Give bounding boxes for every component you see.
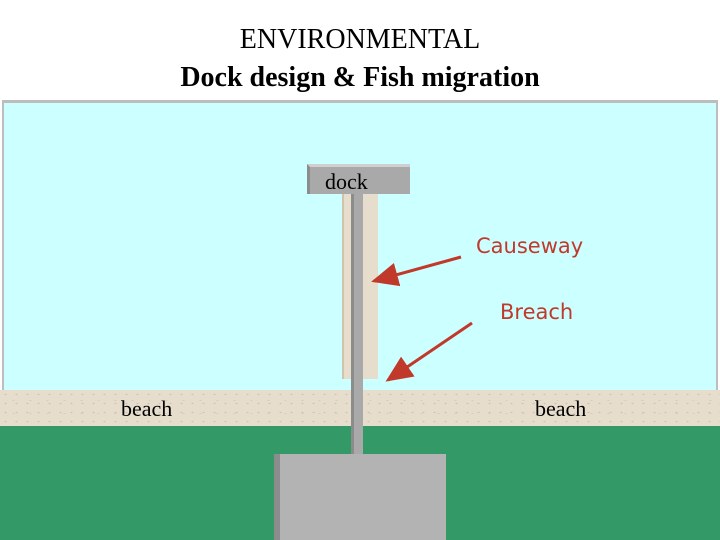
slide-subtitle: Dock design & Fish migration: [180, 62, 540, 93]
slide-title: ENVIRONMENTAL: [239, 24, 481, 55]
dock-platform: [307, 164, 410, 194]
beach-label-right: beach: [535, 396, 587, 421]
causeway-arrow: [371, 255, 462, 287]
shore-building: [274, 454, 446, 540]
dock-label: dock: [325, 169, 368, 194]
breach-arrow: [385, 321, 473, 382]
breach-callout: Breach: [500, 300, 574, 324]
causeway-callout: Causeway: [476, 234, 584, 258]
beach-label-left: beach: [121, 396, 173, 421]
dock-walkway: [351, 193, 363, 455]
